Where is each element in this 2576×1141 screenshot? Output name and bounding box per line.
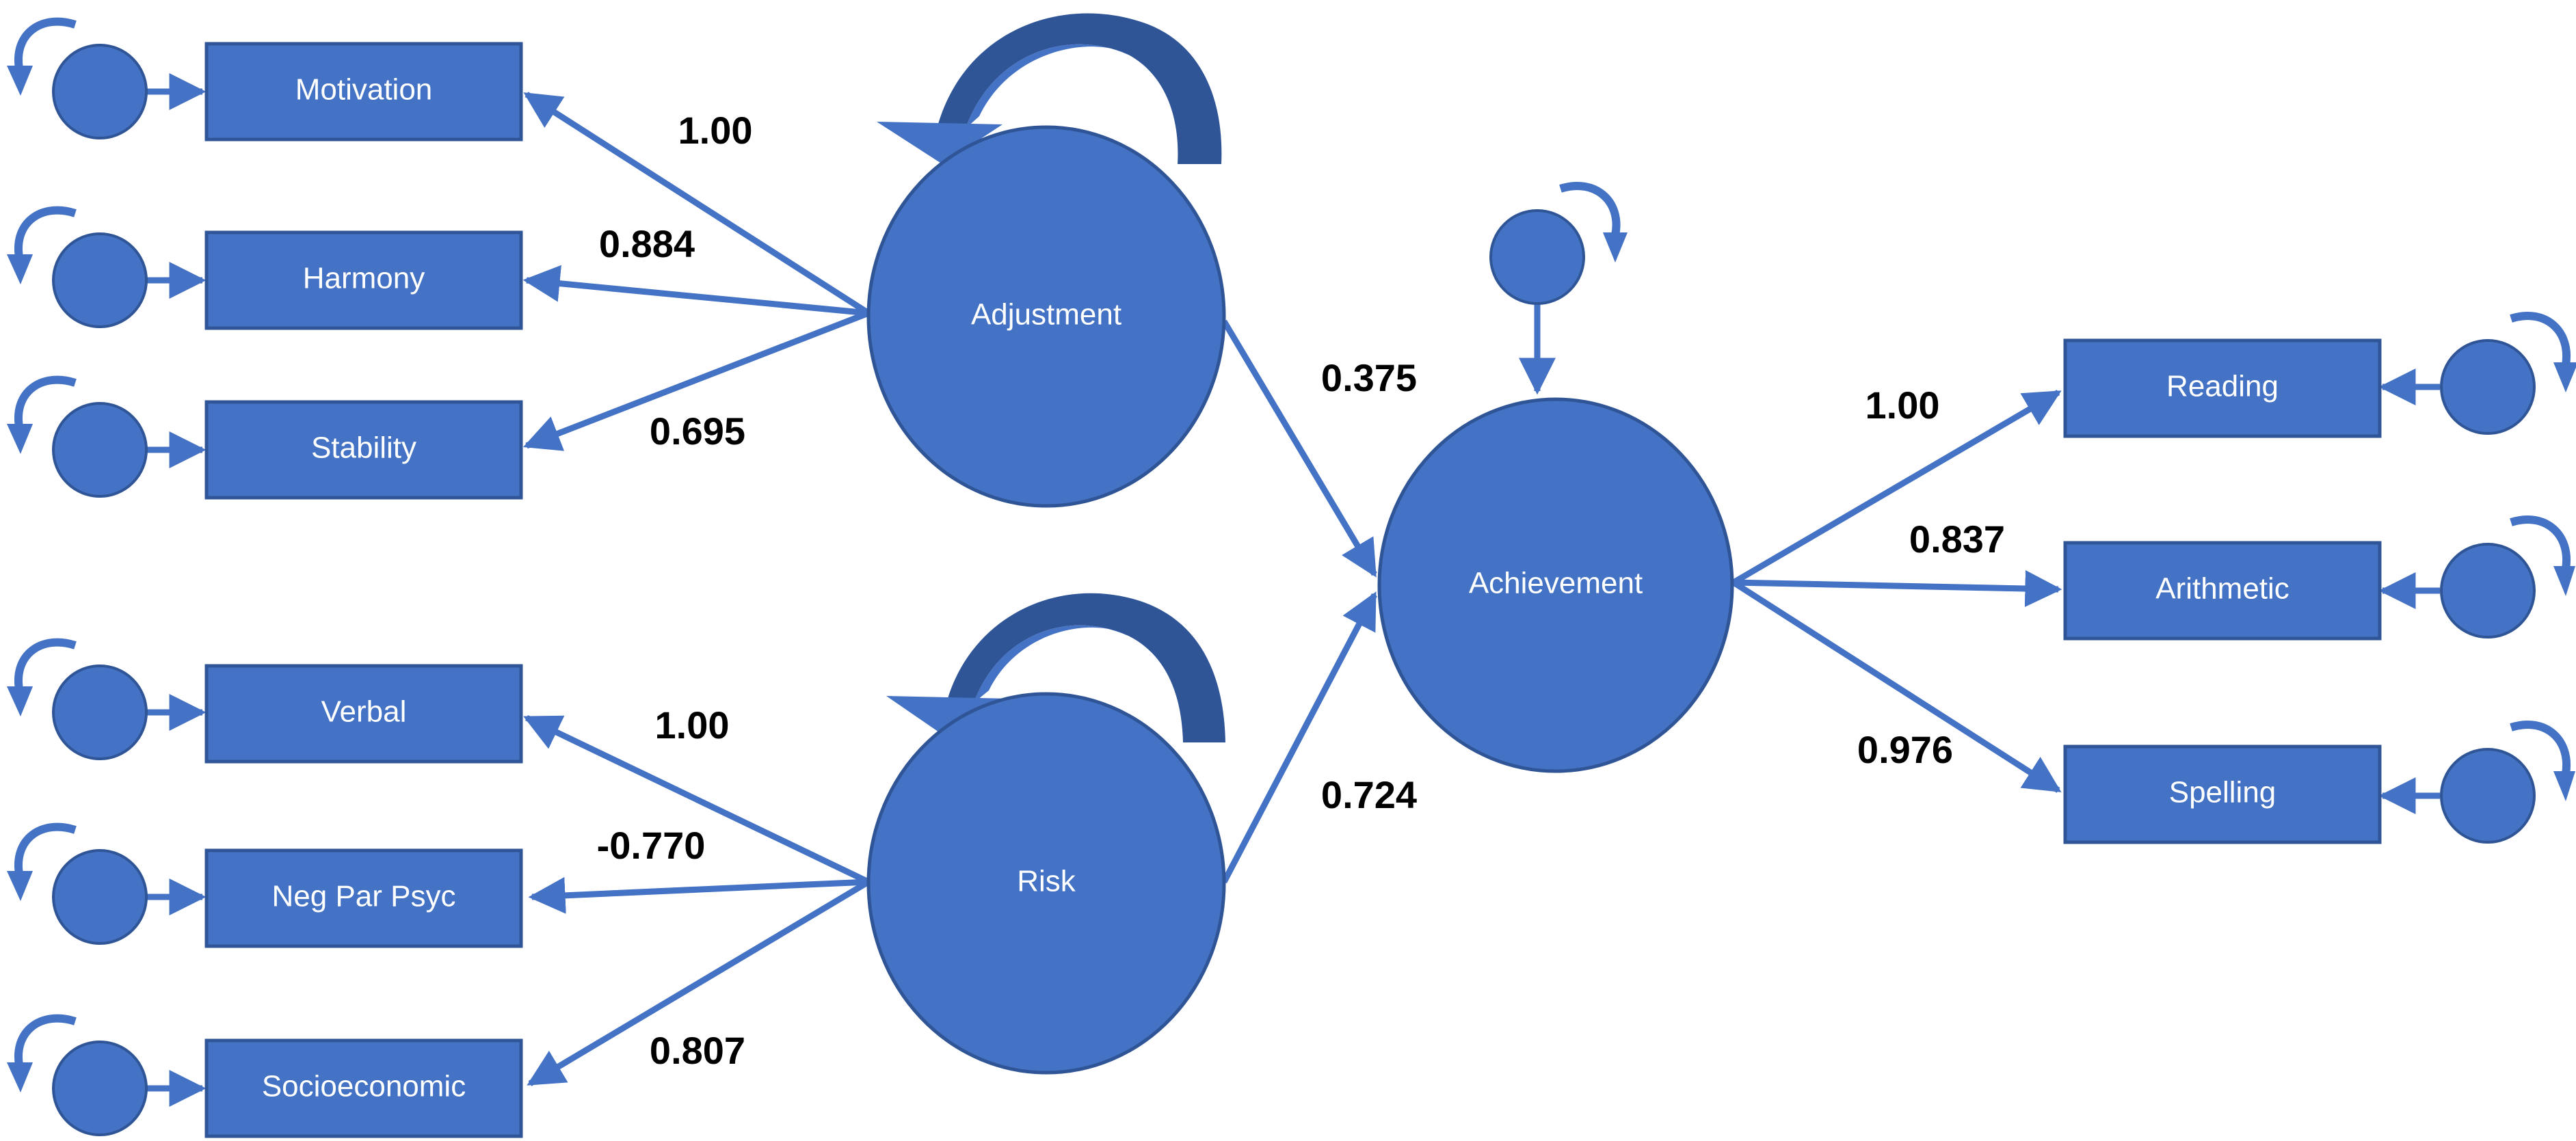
circle-icon <box>52 44 148 139</box>
edge-adjustment-harmony <box>522 265 869 317</box>
indicator-verbal-label: Verbal <box>321 695 407 729</box>
coef-risk-socioeconomic: 0.807 <box>650 1029 745 1072</box>
arrowhead-icon <box>877 122 1002 164</box>
circle-icon <box>2440 543 2536 639</box>
indicator-spelling: Spelling <box>2063 744 2382 844</box>
latent-risk: Risk <box>866 692 1226 1075</box>
curved-arrow-icon <box>2510 515 2571 569</box>
indicator-harmony: Harmony <box>204 230 523 330</box>
error-term-reading <box>2440 312 2576 435</box>
curved-arrow-icon <box>14 822 77 874</box>
latent-adjustment-label: Adjustment <box>971 298 1121 332</box>
arrowhead-icon <box>7 424 33 454</box>
edge-adjustment-motivation <box>523 92 871 316</box>
curved-arrow-icon <box>937 13 1222 164</box>
indicator-arithmetic: Arithmetic <box>2063 541 2382 641</box>
edge-achievement-reading <box>1731 390 2062 585</box>
disturbance-achievement <box>1489 182 1628 305</box>
latent-achievement: Achievement <box>1377 397 1734 773</box>
arrowhead-icon <box>7 686 33 716</box>
indicator-arithmetic-label: Arithmetic <box>2155 572 2289 606</box>
curved-arrow-icon <box>1559 182 1621 237</box>
circle-icon <box>2440 748 2536 844</box>
curved-arrow-icon <box>966 44 1128 129</box>
circle-icon <box>2440 339 2536 435</box>
edge-risk-verbal <box>523 714 870 885</box>
curved-arrow-icon <box>14 638 77 690</box>
error-term-verbal <box>7 638 148 760</box>
indicator-neg-par-psyc: Neg Par Psyc <box>204 848 523 948</box>
error-term-arithmetic <box>2440 515 2575 639</box>
error-term-spelling <box>2440 721 2575 844</box>
indicator-reading-label: Reading <box>2166 370 2279 403</box>
indicator-reading: Reading <box>2063 338 2382 438</box>
curved-arrow-icon <box>974 625 1128 703</box>
circle-icon <box>1489 209 1585 305</box>
error-term-neg-par-psyc <box>7 822 148 945</box>
edge-achievement-spelling <box>1731 580 2062 793</box>
arrowhead-icon <box>2553 771 2575 801</box>
arrowhead-icon <box>7 254 33 284</box>
latent-adjustment: Adjustment <box>866 125 1226 508</box>
coef-risk-verbal: 1.00 <box>655 703 730 747</box>
coef-adjustment-achievement: 0.375 <box>1321 356 1417 399</box>
indicator-stability-label: Stability <box>311 431 416 465</box>
error-term-harmony <box>7 206 148 328</box>
edge-adjustment-stability <box>522 310 870 451</box>
arrowhead-icon <box>1603 232 1628 263</box>
edge-risk-neg-par-psyc <box>528 876 869 914</box>
arrowhead-icon <box>2553 362 2576 392</box>
edge-risk-achievement <box>1221 591 1377 884</box>
latent-risk-label: Risk <box>1017 865 1076 898</box>
edge-achievement-arithmetic <box>1733 569 2062 607</box>
indicator-motivation-label: Motivation <box>295 73 433 107</box>
variance-adjustment <box>877 13 1222 164</box>
indicator-stability: Stability <box>204 400 523 500</box>
coef-adjustment-harmony: 0.884 <box>599 222 695 265</box>
indicator-harmony-label: Harmony <box>303 262 425 295</box>
error-term-stability <box>7 375 148 498</box>
coef-achievement-reading: 1.00 <box>1865 384 1940 427</box>
circle-icon <box>52 665 148 760</box>
coef-adjustment-motivation: 1.00 <box>678 109 753 152</box>
circle-icon <box>52 1041 148 1136</box>
arrowhead-icon <box>7 1062 33 1092</box>
latent-achievement-label: Achievement <box>1469 567 1643 600</box>
indicator-verbal: Verbal <box>204 664 523 764</box>
error-term-socioeconomic <box>7 1014 148 1136</box>
error-term-motivation <box>7 17 148 139</box>
edge-adjustment-achievement <box>1221 319 1377 578</box>
edges <box>522 92 2062 1086</box>
curved-arrow-icon <box>14 1014 77 1066</box>
curved-arrow-icon <box>2510 721 2571 775</box>
circle-icon <box>52 402 148 498</box>
circle-icon <box>52 849 148 945</box>
arrowhead-icon <box>7 871 33 901</box>
indicator-boxes: Motivation Harmony Stability Verbal Neg … <box>204 42 2382 1138</box>
curved-arrow-icon <box>2510 312 2571 366</box>
arrowhead-icon <box>2553 566 2575 596</box>
error-arrows <box>146 73 2440 1107</box>
path-coefficients: 1.00 0.884 0.695 1.00 -0.770 0.807 0.375… <box>597 109 2005 1072</box>
arrowhead-icon <box>7 66 33 96</box>
error-terms <box>7 17 2576 1136</box>
coef-adjustment-stability: 0.695 <box>650 410 745 453</box>
indicator-socioeconomic-label: Socioeconomic <box>262 1070 466 1103</box>
curved-arrow-icon <box>946 593 1225 742</box>
coef-risk-neg-par-psyc: -0.770 <box>597 824 706 867</box>
indicator-neg-par-psyc-label: Neg Par Psyc <box>272 880 456 913</box>
curved-arrow-icon <box>14 375 77 427</box>
coef-achievement-arithmetic: 0.837 <box>1909 518 2005 561</box>
indicator-socioeconomic: Socioeconomic <box>204 1038 523 1138</box>
coef-risk-achievement: 0.724 <box>1321 773 1417 816</box>
curved-arrow-icon <box>14 206 77 258</box>
circle-icon <box>52 232 148 328</box>
indicator-spelling-label: Spelling <box>2169 776 2276 809</box>
coef-achievement-spelling: 0.976 <box>1857 728 1953 771</box>
indicator-motivation: Motivation <box>204 42 523 142</box>
edge-risk-socioeconomic <box>527 879 871 1086</box>
latent-factors: Adjustment Risk Achievement <box>866 125 1734 1075</box>
curved-arrow-icon <box>14 17 77 69</box>
